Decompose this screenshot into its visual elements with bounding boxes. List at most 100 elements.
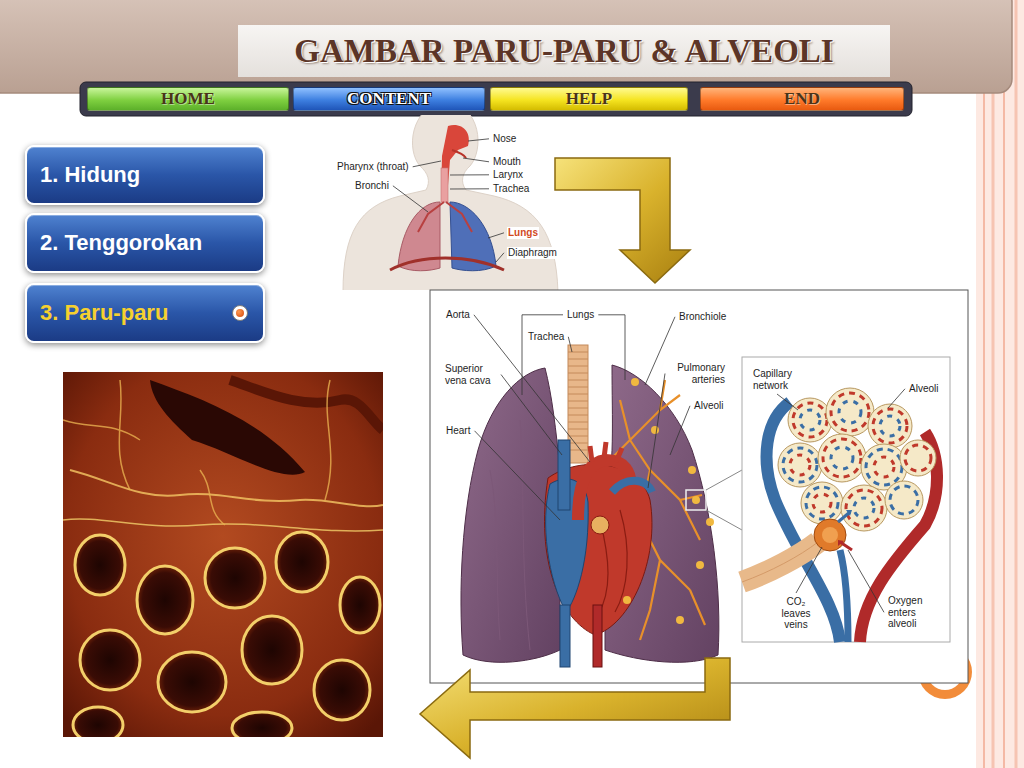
right-stripes-part <box>992 0 995 768</box>
leader-line <box>670 406 690 455</box>
part-label: Lungs <box>566 309 595 321</box>
nav-bar-part <box>80 82 912 116</box>
alveoli-photo-part <box>63 372 383 737</box>
part-label: Diaphragm <box>507 247 558 259</box>
alveoli-photo-part <box>340 577 380 633</box>
alveolus-part <box>880 416 900 436</box>
part-label: CO₂ leaves veins <box>777 596 815 631</box>
respiratory-system-figure-part <box>390 258 504 270</box>
heart-lungs-figure-part <box>696 561 704 569</box>
leader-line <box>501 375 562 456</box>
alveolus <box>801 482 843 524</box>
menu-button: 2. Tenggorokan <box>25 213 265 273</box>
alveoli-photo-part <box>242 616 302 684</box>
alveoli-photo-part <box>137 566 193 634</box>
alveolus-part <box>813 494 831 512</box>
alveolus-part <box>900 440 936 476</box>
radio-icon <box>232 305 248 321</box>
alveolus-part <box>818 434 866 482</box>
leader-line <box>796 547 822 593</box>
nav-text: HELP <box>566 89 612 109</box>
leader-line <box>468 139 489 141</box>
heart-lungs-figure-part <box>651 426 659 434</box>
respiratory-system-figure-part <box>343 115 558 290</box>
alveolus <box>788 398 832 442</box>
alveoli-photo-part <box>276 532 328 592</box>
leader-line <box>598 315 625 380</box>
part-label: Pharynx (throat) <box>336 161 410 173</box>
part-label: Oxygen enters alveoli <box>887 595 931 630</box>
part-label: Bronchiole <box>678 311 727 323</box>
alveolus-part <box>831 393 869 431</box>
part-label: Bronchi <box>354 180 390 192</box>
alveolus-part <box>890 486 918 514</box>
part-label: Nose <box>492 133 517 145</box>
respiratory-system-figure-part <box>441 168 448 202</box>
alveoli-photo-part <box>230 380 383 430</box>
heart-lungs-figure-part <box>593 605 602 667</box>
menu-text: 2. Tenggorokan <box>40 230 202 256</box>
alveoli-photo-part <box>80 630 140 690</box>
nav-button: HELP <box>490 87 688 111</box>
part-label: Lungs <box>507 227 539 239</box>
menu-button: 3. Paru-paru <box>25 283 265 343</box>
nav-bar <box>80 82 912 116</box>
alveolus-part <box>823 439 861 477</box>
alveoli-inset-part <box>846 510 852 516</box>
alveolus-part <box>831 447 853 469</box>
alveoli-inset-part <box>840 542 852 550</box>
leader-line <box>488 233 504 238</box>
alveolus-part <box>846 490 882 526</box>
heart-lungs-figure-part <box>560 605 570 667</box>
right-stripes-part <box>1015 0 1018 768</box>
alveoli-inset-part <box>822 527 838 543</box>
menu-text: 1. Hidung <box>40 162 140 188</box>
alveolus-part <box>854 498 874 518</box>
nav-text: END <box>784 89 820 109</box>
leader-line <box>496 253 504 262</box>
alveolus-part <box>788 398 832 442</box>
heart-lungs-figure-part <box>612 481 652 492</box>
alveolus <box>885 481 923 519</box>
heart-lungs-figure-part <box>676 616 684 624</box>
leader-line <box>648 374 665 489</box>
heart-lungs-figure-part <box>568 345 588 463</box>
nav-button: CONTENT <box>293 87 485 111</box>
heart-lungs-figure <box>430 290 968 683</box>
alveolus-part <box>885 481 923 519</box>
leader-line <box>474 315 590 462</box>
leader-line <box>450 188 489 189</box>
alveoli-inset <box>742 357 950 642</box>
alveolus-part <box>873 409 907 443</box>
leader-line <box>522 315 563 395</box>
part-label: Aorta <box>445 309 471 321</box>
alveolus <box>900 440 936 476</box>
menu-text: 3. Paru-paru <box>40 300 168 326</box>
alveolus <box>868 404 912 448</box>
heart-lungs-figure-part <box>706 518 714 526</box>
leader-line <box>777 394 798 410</box>
part-label: Alveoli <box>693 400 724 412</box>
alveoli-photo-part <box>63 380 331 525</box>
leader-line <box>463 158 489 162</box>
alveoli-inset-part <box>742 542 818 582</box>
nav-button: END <box>700 87 904 111</box>
header-band <box>0 0 1012 93</box>
part-label: Alveoli <box>908 383 939 395</box>
gold-arrow-part <box>420 658 730 758</box>
gold-arrow <box>420 658 730 758</box>
heart-lungs-figure-part <box>692 496 700 504</box>
gold-arrow <box>555 158 690 283</box>
heart-lungs-figure-part <box>688 466 696 474</box>
alveolus-part <box>793 403 827 437</box>
alveolus-part <box>800 410 820 430</box>
alveolus <box>826 388 874 436</box>
alveoli-photo <box>63 372 383 737</box>
alveolus-part <box>826 388 874 436</box>
menu-button: 1. Hidung <box>25 145 265 205</box>
alveoli-inset-part <box>742 542 818 582</box>
alveolus-part <box>839 401 861 423</box>
alveolus-part <box>905 445 931 471</box>
